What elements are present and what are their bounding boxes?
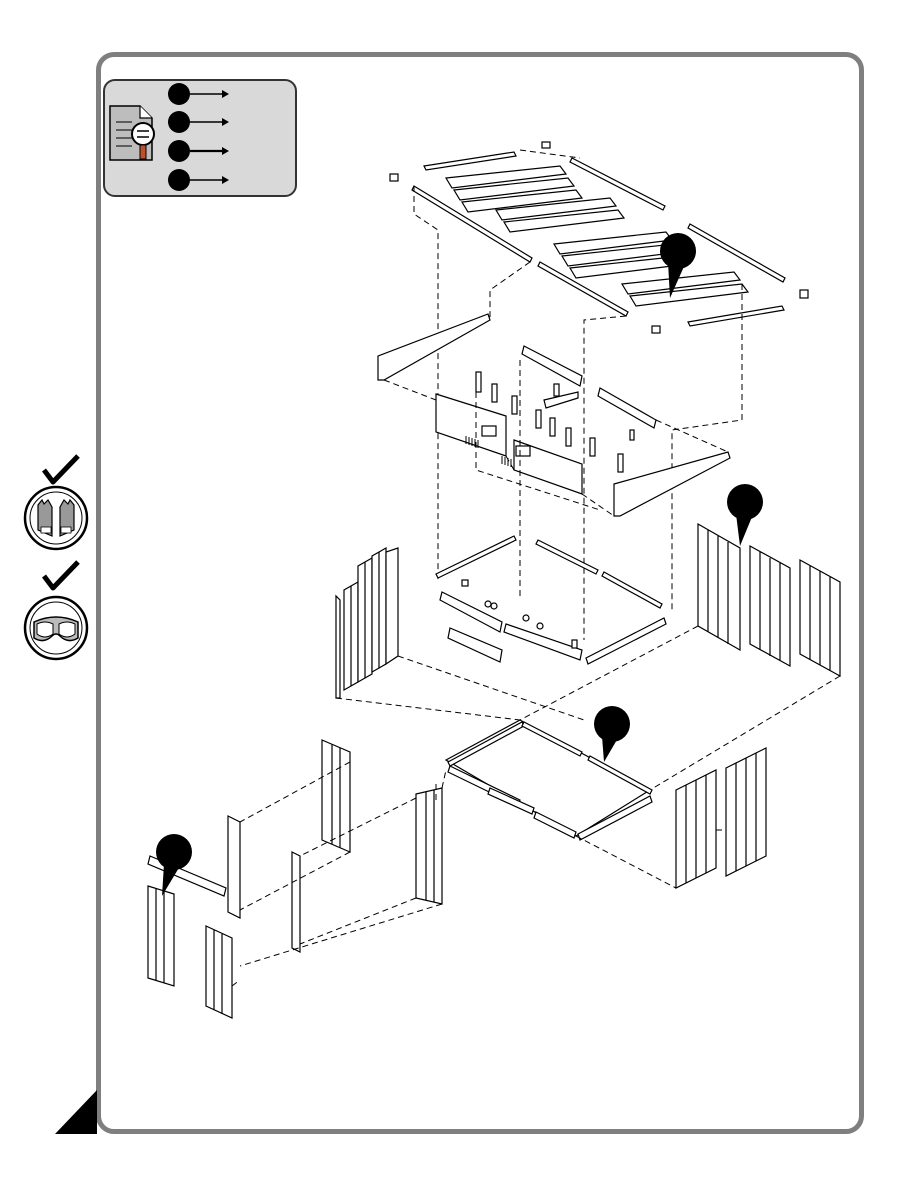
- callout-floor-frame: [594, 706, 630, 762]
- mid-rails: [436, 536, 666, 664]
- goggles-icon: [25, 597, 87, 659]
- left-wall-panels: [336, 548, 398, 698]
- legend-step-1: [168, 83, 229, 105]
- right-wall-panels: [698, 524, 840, 676]
- roof-assembly: [390, 142, 808, 333]
- checkmark-icon: [44, 456, 78, 482]
- front-right-panels: [676, 748, 766, 888]
- gable-frame-assembly: [378, 314, 730, 516]
- document-magnifier-icon: [110, 106, 154, 160]
- gloves-icon: [25, 487, 87, 549]
- callout-wall-panels: [727, 484, 763, 546]
- checkmark-icon: [44, 562, 78, 588]
- door-dashed-guides: [232, 980, 240, 986]
- legend-step-3: [168, 140, 229, 162]
- legend-step-2: [168, 111, 229, 133]
- door-assembly: [148, 856, 232, 1018]
- legend-step-4: [168, 169, 229, 191]
- front-left-panels: [228, 740, 442, 952]
